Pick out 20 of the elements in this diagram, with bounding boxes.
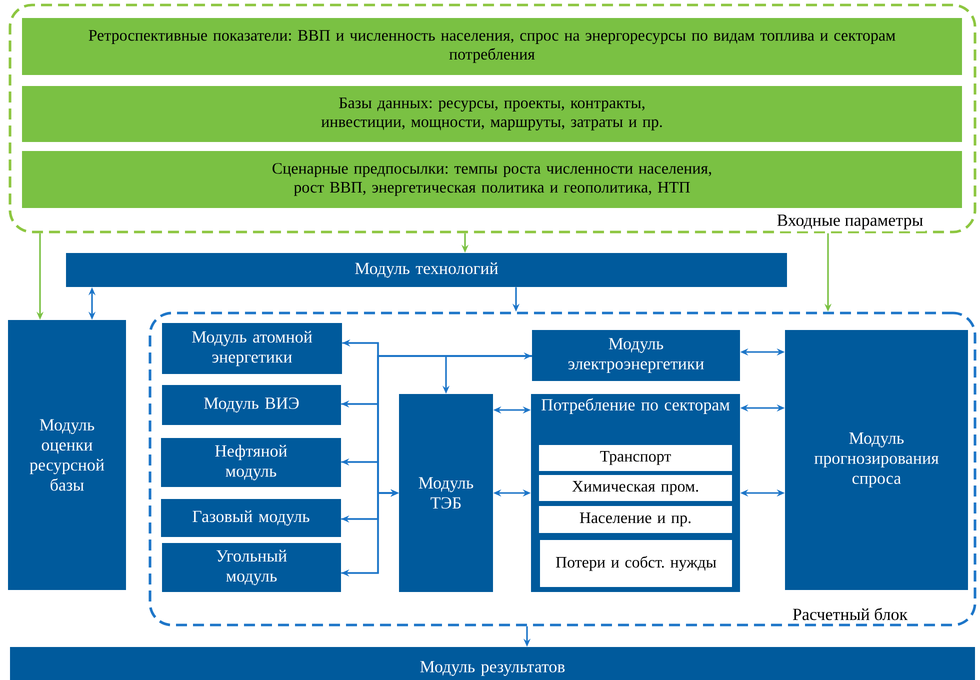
- module-box: Модуль ТЭБ: [399, 394, 493, 592]
- module-box: Нефтяной модуль: [161, 438, 341, 487]
- module-box: Модуль результатов: [10, 647, 975, 680]
- module-box: Модуль электроэнергетики: [532, 330, 740, 381]
- input-box: Сценарные предпосылки: темпы роста численности населения, рост ВВП, энергетическая политика и геополитика, НТП: [22, 151, 962, 208]
- module-box: Модуль атомной энергетики: [162, 323, 342, 374]
- sector-box: Химическая пром.: [539, 475, 732, 501]
- frame-label: Расчетный блок: [790, 606, 910, 622]
- input-box: Ретроспективные показатели: ВВП и численность населения, спрос на энергоресурсы по видам топлива и секторам потребления: [22, 18, 962, 75]
- module-box: Угольный модуль: [162, 543, 341, 592]
- sector-box: Потери и собст. нужды: [540, 540, 732, 587]
- module-box: Модуль ВИЭ: [162, 385, 341, 425]
- sector-box: Население и пр.: [539, 506, 732, 533]
- module-box: Модуль технологий: [66, 253, 787, 287]
- sector-box: Транспорт: [539, 445, 732, 471]
- input-box: Базы данных: ресурсы, проекты, контракты, инвестиции, мощности, маршруты, затраты и пр.: [22, 86, 962, 142]
- module-box: Модуль прогнозирования спроса: [785, 330, 968, 590]
- module-box: Газовый модуль: [161, 499, 341, 537]
- module-box: Модуль оценки ресурсной базы: [8, 320, 126, 590]
- frame-label: Входные параметры: [774, 212, 926, 232]
